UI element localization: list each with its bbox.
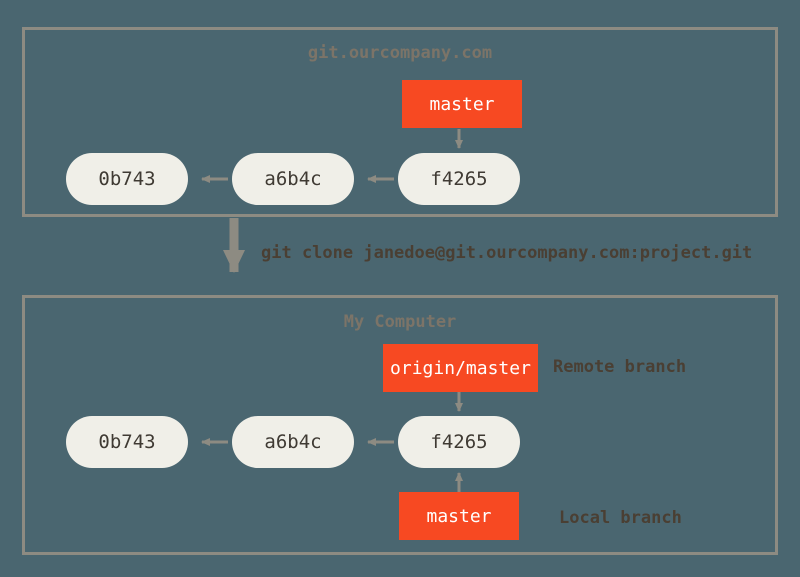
remote-commit-a6b4c[interactable]: a6b4c (232, 153, 354, 205)
remote-server-panel: git.ourcompany.com (22, 27, 778, 217)
local-commit-f4265-label: f4265 (430, 431, 488, 453)
local-commit-a6b4c-label: a6b4c (264, 431, 322, 453)
local-commit-f4265[interactable]: f4265 (398, 416, 520, 468)
local-master-branch-box[interactable]: master (399, 492, 519, 540)
remote-master-branch-box[interactable]: master (402, 80, 522, 128)
remote-commit-0b743[interactable]: 0b743 (66, 153, 188, 205)
git-clone-command: git clone janedoe@git.ourcompany.com:pro… (261, 243, 753, 263)
local-computer-panel: My Computer (22, 295, 778, 555)
local-commit-a6b4c[interactable]: a6b4c (232, 416, 354, 468)
origin-master-branch-label: origin/master (390, 357, 531, 379)
remote-panel-title: git.ourcompany.com (307, 43, 493, 63)
local-master-branch-label: master (426, 505, 492, 527)
remote-branch-caption: Remote branch (553, 357, 687, 377)
remote-commit-f4265[interactable]: f4265 (398, 153, 520, 205)
local-commit-0b743-label: 0b743 (98, 431, 156, 453)
local-branch-caption: Local branch (559, 508, 682, 528)
remote-commit-f4265-label: f4265 (430, 168, 488, 190)
local-commit-0b743[interactable]: 0b743 (66, 416, 188, 468)
local-panel-title: My Computer (343, 312, 457, 332)
remote-master-branch-label: master (429, 93, 495, 115)
origin-master-branch-box[interactable]: origin/master (383, 344, 538, 392)
remote-commit-0b743-label: 0b743 (98, 168, 156, 190)
remote-commit-a6b4c-label: a6b4c (264, 168, 322, 190)
